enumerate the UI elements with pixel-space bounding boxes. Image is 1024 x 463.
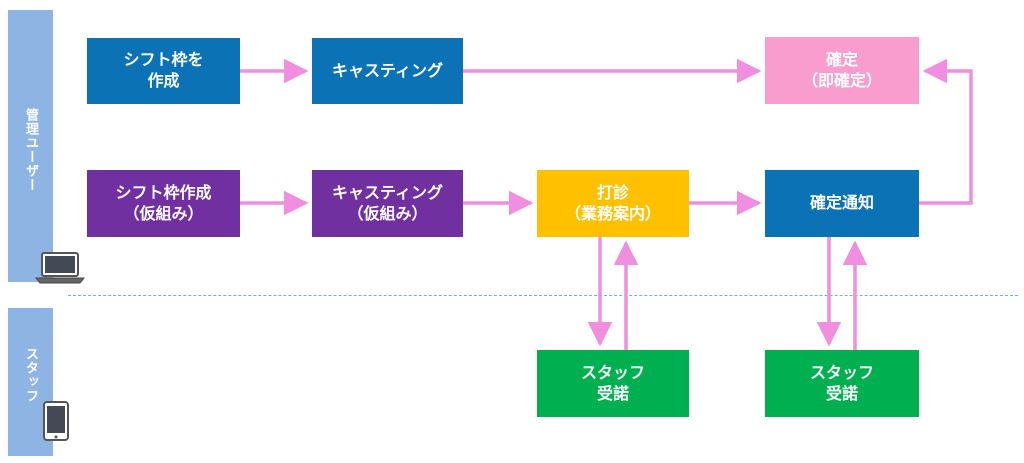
lane-admin-label: 管理ユーザー bbox=[23, 108, 38, 192]
node-staff-accept-1: スタッフ 受諾 bbox=[537, 350, 689, 417]
node-inquiry-line2: （業務案内） bbox=[564, 203, 661, 223]
lane-admin: 管理ユーザー bbox=[8, 10, 86, 284]
node-staff-accept-2: スタッフ 受諾 bbox=[765, 350, 919, 417]
node-casting-temp-line2: （仮組み） bbox=[347, 203, 428, 223]
node-shift-create-temp: シフト枠作成 （仮組み） bbox=[87, 170, 240, 237]
laptop-icon bbox=[34, 252, 86, 284]
node-confirm-instant: 確定 （即確定） bbox=[765, 37, 919, 104]
node-confirm-notice: 確定通知 bbox=[765, 170, 919, 237]
node-shift-create-temp-line2: （仮組み） bbox=[123, 203, 204, 223]
node-staff-accept-1-line1: スタッフ bbox=[580, 362, 645, 382]
node-staff-accept-2-line1: スタッフ bbox=[809, 362, 874, 382]
node-shift-create-temp-line1: シフト枠作成 bbox=[115, 182, 212, 202]
node-confirm-instant-line1: 確定 bbox=[825, 49, 858, 69]
lane-staff: スタッフ bbox=[8, 308, 69, 456]
node-casting-temp-line1: キャスティング bbox=[331, 182, 444, 202]
node-staff-accept-2-line2: 受諾 bbox=[825, 383, 858, 403]
node-casting-line1: キャスティング bbox=[331, 60, 444, 80]
arrow-notice-to-confirm bbox=[919, 58, 973, 205]
node-shift-create: シフト枠を 作成 bbox=[87, 38, 240, 104]
node-confirm-instant-line2: （即確定） bbox=[801, 70, 882, 90]
node-casting: キャスティング bbox=[312, 38, 463, 104]
lane-staff-label: スタッフ bbox=[23, 347, 38, 403]
lane-divider bbox=[68, 295, 1018, 296]
node-shift-create-line2: 作成 bbox=[147, 71, 180, 90]
node-casting-temp: キャスティング （仮組み） bbox=[312, 170, 463, 237]
node-inquiry-line1: 打診 bbox=[596, 182, 629, 202]
node-shift-create-line1: シフト枠を bbox=[123, 50, 204, 70]
node-inquiry: 打診 （業務案内） bbox=[537, 170, 689, 237]
node-confirm-notice-line1: 確定通知 bbox=[809, 193, 874, 213]
node-staff-accept-1-line2: 受諾 bbox=[596, 383, 629, 403]
tablet-icon bbox=[43, 401, 69, 441]
